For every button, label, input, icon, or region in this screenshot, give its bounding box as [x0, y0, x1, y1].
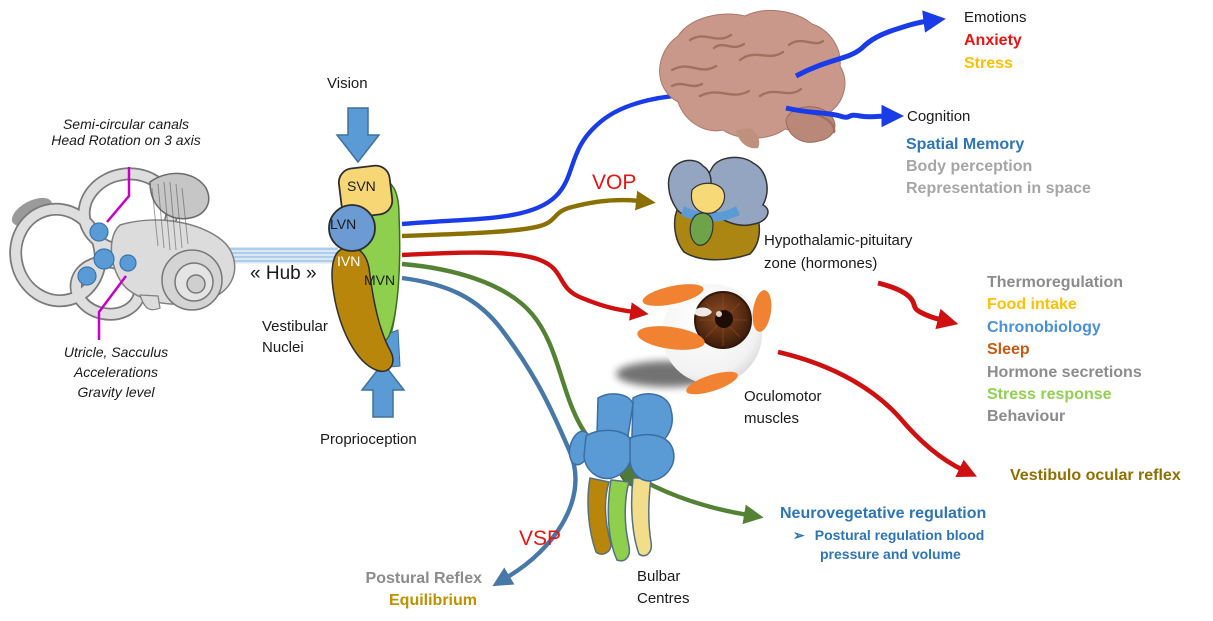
bulbar-centres-label: Bulbar Centres [637, 566, 690, 610]
vestibular-nuclei-illustration [328, 164, 401, 372]
bulbar-centres-illustration [568, 393, 675, 562]
arrow-hormone-list [877, 280, 959, 330]
neurovegetative-label: Neurovegetative regulation [780, 505, 987, 522]
semicircular-canals-label: Semi-circular canals Head Rotation on 3 … [30, 116, 222, 148]
spatial-memory-label: Spatial Memory [906, 136, 1025, 153]
utricle-line2: Accelerations [73, 364, 159, 380]
callout-semicircular [106, 167, 131, 223]
pathway-vsp-steel [401, 275, 578, 587]
brain-illustration [659, 10, 846, 149]
emotions-label: Emotions [964, 9, 1027, 26]
equilibrium-label: Equilibrium [389, 592, 477, 609]
bulbar-line1: Bulbar [637, 568, 681, 585]
postural-reg-line2: pressure and volume [820, 546, 961, 562]
hypothalamic-line2: zone (hormones) [764, 255, 878, 272]
postural-reflex-label: Postural Reflex [365, 570, 482, 587]
vestibular-line2: Nuclei [262, 339, 304, 356]
cognition-label: Cognition [907, 108, 971, 125]
vestibulo-ocular-label: Vestibulo ocular reflex [1010, 467, 1181, 484]
stress-label: Stress [964, 55, 1013, 72]
hypothalamic-line1: Hypothalamic-pituitary [764, 232, 913, 249]
hormone-list-item: Hormone secretions [987, 363, 1142, 381]
hypothalamic-label: Hypothalamic-pituitary zone (hormones) [764, 229, 912, 275]
callout-utricle [97, 275, 127, 340]
bullet-icon: ➢ [793, 527, 805, 543]
oculomotor-line1: Oculomotor [744, 388, 822, 405]
vop-label: VOP [592, 171, 637, 194]
semicircular-line1: Semi-circular canals [62, 116, 190, 132]
proprioception-arrow-icon [360, 361, 406, 418]
hub-label: « Hub » [250, 263, 317, 284]
bulbar-line2: Centres [637, 590, 690, 607]
vestibular-nuclei-label: Vestibular Nuclei [262, 316, 328, 358]
svn-label: SVN [347, 178, 376, 194]
lvn-label: LVN [330, 216, 357, 232]
hormone-list-item: Thermoregulation [987, 274, 1124, 291]
arrow-emotions [794, 10, 946, 79]
eye-muscles [637, 284, 772, 395]
utricle-line3: Gravity level [77, 384, 155, 400]
hormone-list-item: Chronobiology [987, 318, 1101, 336]
inner-ear-illustration [9, 167, 236, 321]
postural-regulation-bullet: ➢ Postural regulation blood [793, 527, 984, 543]
utricle-line1: Utricle, Sacculus [63, 344, 169, 360]
vision-arrow-icon [335, 107, 381, 164]
utricle-label: Utricle, Sacculus Accelerations Gravity … [40, 342, 192, 402]
arrow-cognition [785, 104, 904, 128]
oculomotor-label: Oculomotor muscles [744, 386, 822, 430]
pathway-green-neurovegetative [401, 261, 764, 525]
anxiety-label: Anxiety [964, 32, 1022, 49]
hormone-list-item: Behaviour [987, 408, 1066, 426]
postural-reg-line1: Postural regulation blood [814, 527, 985, 543]
hypothalamus-illustration [667, 156, 769, 261]
body-perception-label: Body perception [906, 158, 1033, 175]
mvn-label: MVN [364, 272, 396, 288]
hormone-list-item: Stress response [987, 386, 1112, 404]
vision-label: Vision [327, 75, 368, 92]
semicircular-line2: Head Rotation on 3 axis [51, 132, 201, 149]
arrow-vestibulo-ocular [777, 349, 977, 478]
sensor-dots [77, 222, 137, 286]
representation-label: Representation in space [906, 180, 1091, 197]
oculomotor-line2: muscles [744, 410, 800, 427]
hub-cable [214, 247, 338, 264]
pathway-red-to-eye [401, 250, 649, 321]
pathway-blue-to-brain [401, 85, 732, 227]
vsp-label: VSP [519, 527, 562, 550]
hormone-list-item: Food intake [987, 296, 1077, 314]
proprioception-label: Proprioception [320, 431, 417, 448]
ivn-label: IVN [337, 253, 361, 269]
eye-illustration [616, 284, 772, 395]
vestibular-line1: Vestibular [262, 318, 328, 335]
pathway-vop-olive [401, 190, 656, 239]
hormone-list-item: Sleep [987, 341, 1030, 359]
